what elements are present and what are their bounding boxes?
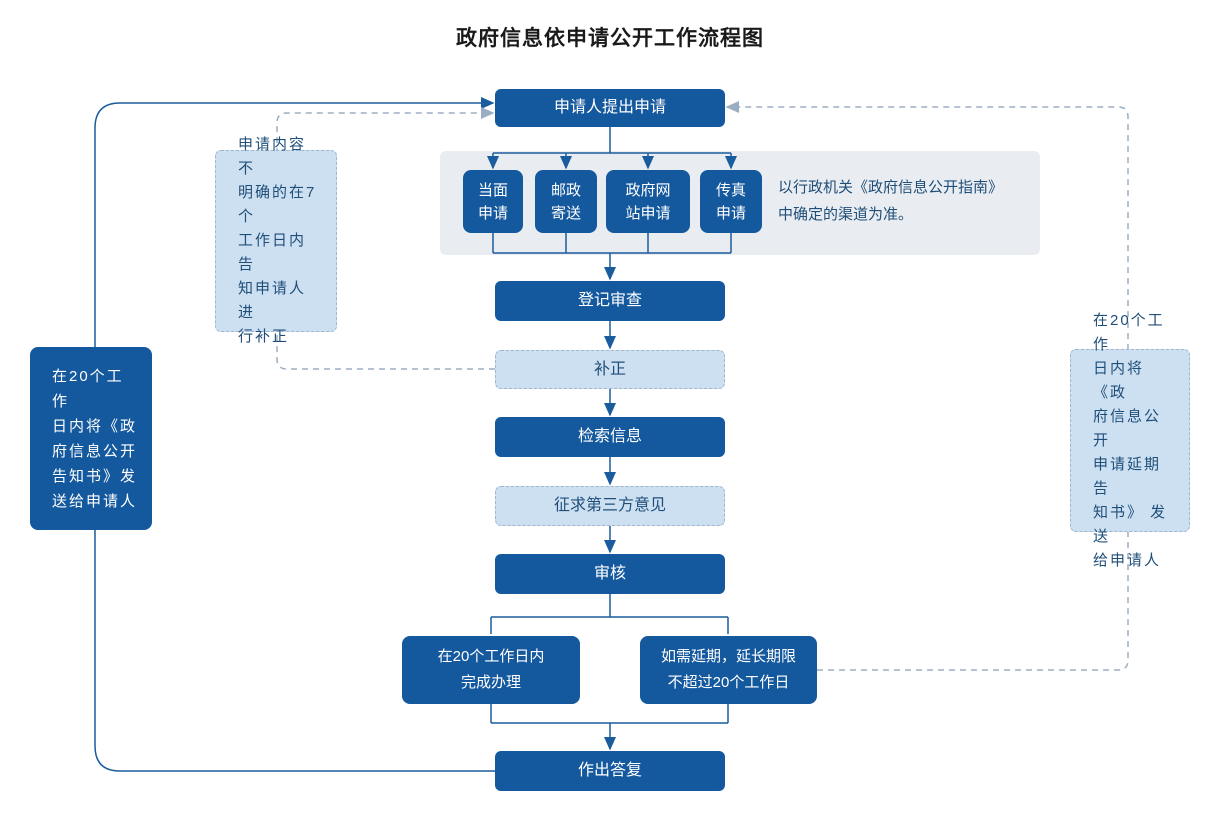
node-third-party-opinion: 征求第三方意见: [495, 486, 725, 526]
page-title: 政府信息依申请公开工作流程图: [456, 27, 764, 50]
node-review: 审核: [495, 554, 725, 594]
note-extension-notice: 在20个工作 日内将《政 府信息公开 申请延期告 知书》 发送 给申请人: [1070, 312, 1190, 569]
node-channel-website: 政府网 站申请: [606, 170, 690, 233]
node-channel-in-person: 当面 申请: [463, 170, 523, 233]
node-retrieve-info: 检索信息: [495, 417, 725, 457]
note-correction-within-7-days: 申请内容不 明确的在7个 工作日内告 知申请人进 行补正: [215, 136, 337, 345]
node-register-review: 登记审查: [495, 281, 725, 321]
note-disclosure-notice: 在20个工作 日内将《政 府信息公开 告知书》发 送给申请人: [30, 347, 152, 530]
channel-note: 以行政机关《政府信息公开指南》 中确定的渠道为准。: [778, 179, 1004, 223]
node-correction: 补正: [495, 350, 725, 389]
node-applicant-submit: 申请人提出申请: [495, 89, 725, 127]
node-channel-fax: 传真 申请: [700, 170, 762, 233]
node-extension-limit: 如需延期，延长期限 不超过20个工作日: [640, 636, 817, 704]
node-make-reply: 作出答复: [495, 751, 725, 791]
node-complete-in-20-days: 在20个工作日内 完成办理: [402, 636, 580, 704]
node-channel-postal: 邮政 寄送: [535, 170, 597, 233]
